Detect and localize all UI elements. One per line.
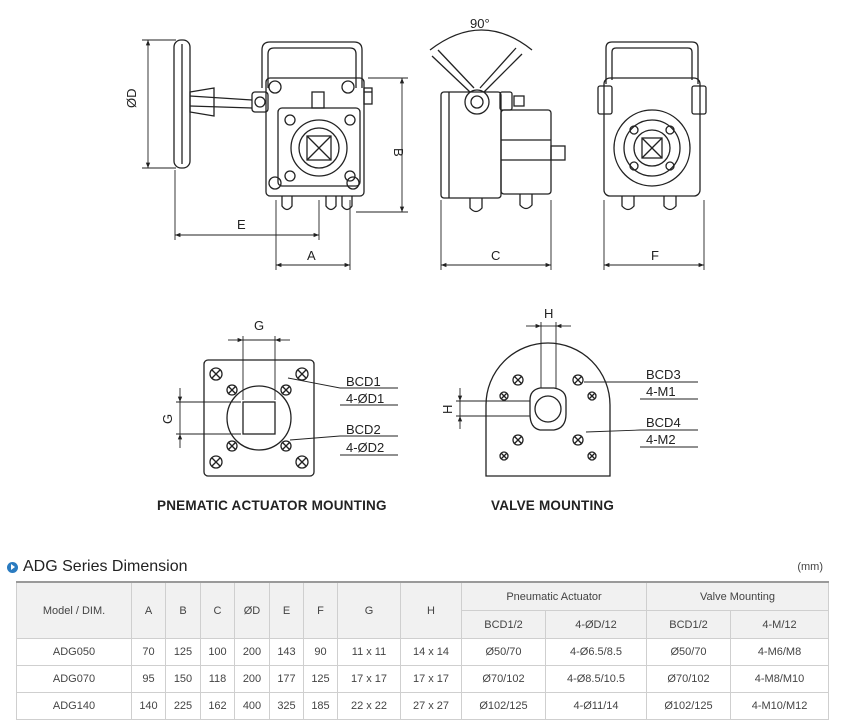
dim-h-top-label: H <box>544 306 553 321</box>
table-cell: 140 <box>131 692 166 720</box>
header-col: F <box>303 581 338 639</box>
m1-label: 4-M1 <box>646 384 676 399</box>
valve-mounting-view <box>485 342 611 477</box>
header-group-pneumatic: Pneumatic Actuator <box>460 581 648 611</box>
table-cell: 150 <box>165 665 201 693</box>
header-col: B <box>165 581 201 639</box>
side-view <box>431 47 566 213</box>
hole1-label: 4-ØD1 <box>346 391 384 406</box>
table-cell: 225 <box>165 692 201 720</box>
table-row: ADG050 70 125 100 200 143 90 11 x 11 14 … <box>16 638 830 666</box>
table-cell: Ø102/125 <box>461 692 546 720</box>
pnematic-mounting-view <box>203 359 315 477</box>
table-cell: 4-Ø8.5/10.5 <box>544 665 648 693</box>
header-col: G <box>337 581 401 639</box>
dim-g-top-label: G <box>254 318 264 333</box>
header-model: Model / DIM. <box>16 581 132 639</box>
section-title: ADG Series Dimension <box>23 558 188 575</box>
header-sub: BCD1/2 <box>461 610 546 639</box>
unit-label: (mm) <box>797 561 823 573</box>
table-cell: 27 x 27 <box>400 692 462 720</box>
header-col: A <box>131 581 166 639</box>
table-cell: 4-M6/M8 <box>730 638 830 666</box>
dim-c-label: C <box>491 248 500 263</box>
table-cell: 22 x 22 <box>337 692 401 720</box>
header-sub: BCD1/2 <box>646 610 732 639</box>
dim-f-label: F <box>651 248 659 263</box>
table-cell: 325 <box>269 692 304 720</box>
table-cell: 143 <box>269 638 304 666</box>
table-cell: 162 <box>200 692 235 720</box>
caption-pnematic: PNEMATIC ACTUATOR MOUNTING <box>157 498 387 513</box>
table-cell: ADG140 <box>16 692 132 720</box>
caption-valve: VALVE MOUNTING <box>491 498 614 513</box>
table-cell: Ø102/125 <box>646 692 732 720</box>
table-cell: 4-Ø11/14 <box>544 692 648 720</box>
table-cell: 125 <box>303 665 338 693</box>
table-cell: ADG050 <box>16 638 132 666</box>
table-cell: 17 x 17 <box>337 665 401 693</box>
header-sub: 4-ØD/12 <box>544 610 648 639</box>
table-cell: 200 <box>234 665 270 693</box>
bcd3-label: BCD3 <box>646 367 681 382</box>
m2-label: 4-M2 <box>646 432 676 447</box>
table-cell: 90 <box>303 638 338 666</box>
table-cell: 4-M10/M12 <box>730 692 830 720</box>
table-cell: 200 <box>234 638 270 666</box>
table-cell: 185 <box>303 692 338 720</box>
header-col: C <box>200 581 235 639</box>
section-header: ADG Series Dimension <box>7 556 188 578</box>
table-cell: 125 <box>165 638 201 666</box>
bcd1-label: BCD1 <box>346 374 381 389</box>
dim-a-label: A <box>307 248 316 263</box>
header-col: H <box>400 581 462 639</box>
hole2-label: 4-ØD2 <box>346 440 384 455</box>
table-cell: 400 <box>234 692 270 720</box>
table-cell: 4-M8/M10 <box>730 665 830 693</box>
angle-label: 90° <box>470 16 490 31</box>
technical-drawing: 90° ØD B E A C F G G H H BCD1 4-ØD1 BCD2… <box>124 16 707 513</box>
dim-e-label: E <box>237 217 246 232</box>
bullet-arrow-icon <box>7 561 18 573</box>
table-row: ADG140 140 225 162 400 325 185 22 x 22 2… <box>16 692 830 720</box>
table-cell: 17 x 17 <box>400 665 462 693</box>
table-cell: 177 <box>269 665 304 693</box>
table-cell: 70 <box>131 638 166 666</box>
dim-b-label: B <box>391 148 406 157</box>
table-cell: 95 <box>131 665 166 693</box>
dim-g-left-label: G <box>160 414 175 424</box>
header-sub: 4-M/12 <box>730 610 830 639</box>
dim-h-left-label: H <box>440 405 455 414</box>
table-cell: 4-Ø6.5/8.5 <box>544 638 648 666</box>
rear-view <box>597 41 707 211</box>
bcd4-label: BCD4 <box>646 415 681 430</box>
table-row: ADG070 95 150 118 200 177 125 17 x 17 17… <box>16 665 830 693</box>
table-cell: 118 <box>200 665 235 693</box>
dim-od-label: ØD <box>124 89 139 109</box>
table-cell: ADG070 <box>16 665 132 693</box>
table-cell: 11 x 11 <box>337 638 401 666</box>
table-cell: 100 <box>200 638 235 666</box>
front-view <box>173 39 373 211</box>
table-cell: Ø50/70 <box>461 638 546 666</box>
header-col: E <box>269 581 304 639</box>
table-cell: 14 x 14 <box>400 638 462 666</box>
bcd2-label: BCD2 <box>346 422 381 437</box>
table-cell: Ø70/102 <box>646 665 732 693</box>
table-cell: Ø50/70 <box>646 638 732 666</box>
header-col: ØD <box>234 581 270 639</box>
header-group-valve: Valve Mounting <box>646 581 830 611</box>
table-cell: Ø70/102 <box>461 665 546 693</box>
dimension-table: Model / DIM. A B C ØD E F G H Pneumatic … <box>16 581 830 720</box>
